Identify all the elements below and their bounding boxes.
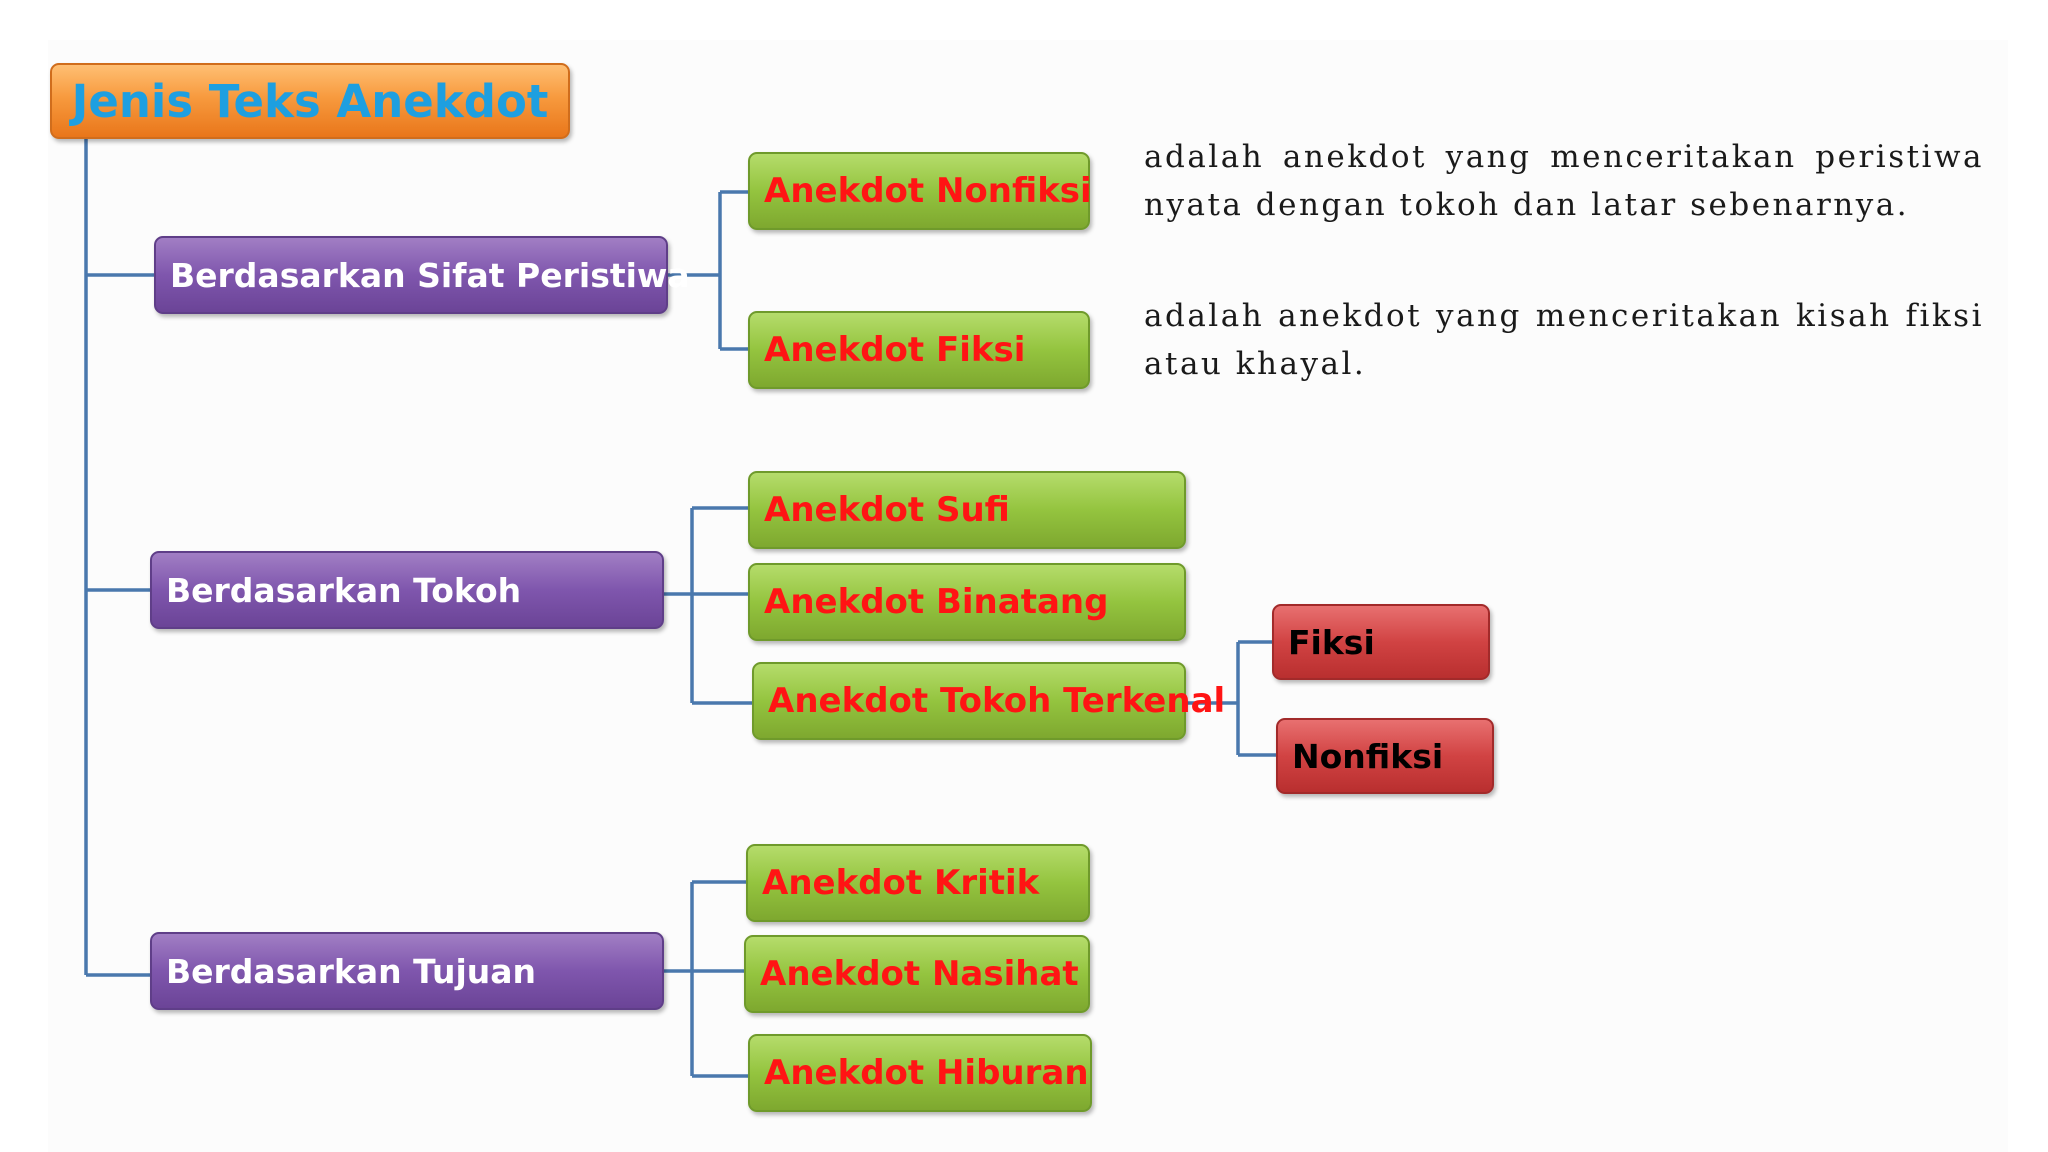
subtype-label: Fiksi (1288, 622, 1375, 662)
type-label: Anekdot Hiburan (764, 1053, 1089, 1093)
type-anekdot-nasihat: Anekdot Nasihat (744, 935, 1090, 1013)
root-node: Jenis Teks Anekdot (50, 63, 570, 139)
type-label: Anekdot Nonfiksi (764, 171, 1092, 211)
category-label: Berdasarkan Sifat Peristiwa (170, 255, 690, 295)
description-nonfiksi: adalah anekdot yang menceritakan peristi… (1144, 133, 1984, 229)
type-anekdot-fiksi: Anekdot Fiksi (748, 311, 1090, 389)
type-anekdot-hiburan: Anekdot Hiburan (748, 1034, 1092, 1112)
type-anekdot-tokoh-terkenal: Anekdot Tokoh Terkenal (752, 662, 1225, 740)
category-tokoh: Berdasarkan Tokoh (150, 551, 664, 629)
type-anekdot-sufi: Anekdot Sufi (748, 471, 1186, 549)
type-label: Anekdot Binatang (764, 582, 1109, 622)
type-label: Anekdot Tokoh Terkenal (768, 681, 1226, 721)
subtype-fiksi: Fiksi (1272, 604, 1490, 680)
root-label: Jenis Teks Anekdot (71, 74, 549, 128)
category-label: Berdasarkan Tujuan (166, 951, 537, 991)
type-anekdot-binatang: Anekdot Binatang (748, 563, 1186, 641)
description-fiksi: adalah anekdot yang menceritakan kisah f… (1144, 292, 1984, 388)
type-label: Anekdot Nasihat (760, 954, 1079, 994)
type-anekdot-kritik: Anekdot Kritik (746, 844, 1090, 922)
description-text: adalah anekdot yang menceritakan kisah f… (1144, 298, 1984, 382)
type-label: Anekdot Kritik (762, 863, 1040, 903)
subtype-label: Nonfiksi (1292, 736, 1444, 776)
description-text: adalah anekdot yang menceritakan peristi… (1144, 139, 1984, 223)
type-label: Anekdot Sufi (764, 490, 1010, 530)
type-label: Anekdot Fiksi (764, 330, 1026, 370)
type-anekdot-nonfiksi: Anekdot Nonfiksi (748, 152, 1092, 230)
category-tujuan: Berdasarkan Tujuan (150, 932, 664, 1010)
category-sifat-peristiwa: Berdasarkan Sifat Peristiwa (154, 236, 690, 314)
subtype-nonfiksi: Nonfiksi (1276, 718, 1494, 794)
category-label: Berdasarkan Tokoh (166, 570, 522, 610)
